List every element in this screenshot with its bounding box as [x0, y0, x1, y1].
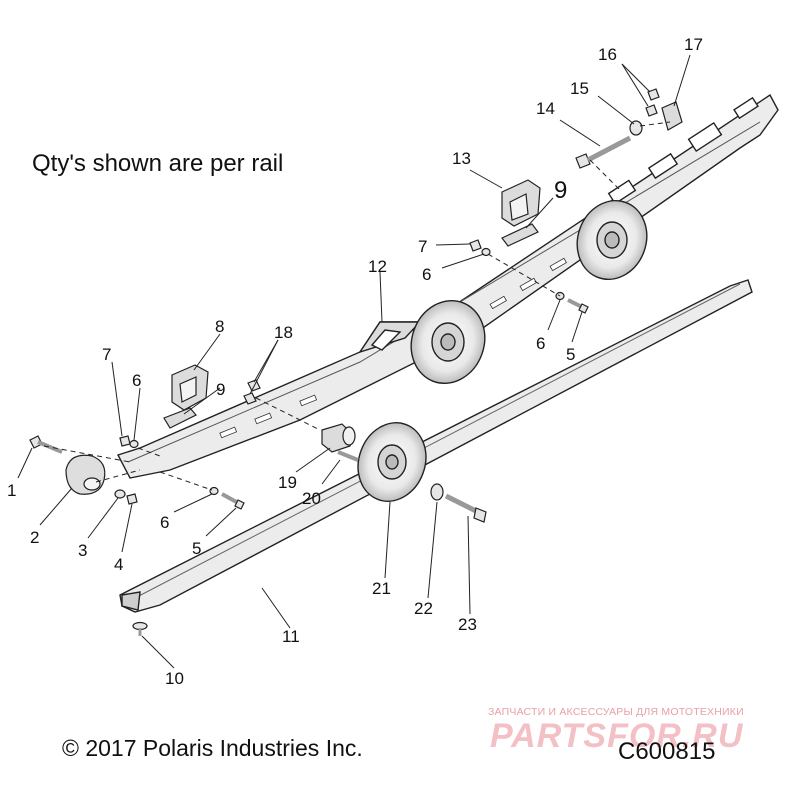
- callout-6-rear: 6: [422, 265, 431, 284]
- rail-12: [116, 93, 779, 479]
- washer-6-front: [129, 439, 139, 449]
- callout-14: 14: [536, 99, 555, 118]
- callout-1: 1: [7, 481, 16, 500]
- wheel-21: [357, 422, 427, 502]
- nut-7-front: [119, 435, 131, 447]
- callout-numbers: 1 2 3 4 7 6 8 9 18 6 5 19 20 12 13 9 7 6…: [7, 35, 703, 688]
- assembly-dashed-lines: [43, 121, 671, 491]
- nut-16-a: [647, 88, 660, 101]
- wheel-rear-upper: [576, 199, 648, 281]
- callout-6-rear-lower: 6: [536, 334, 545, 353]
- diagram-code: C600815: [618, 738, 716, 765]
- screw-10: [132, 621, 148, 636]
- callout-13: 13: [452, 149, 471, 168]
- copyright-text: © 2017 Polaris Industries Inc.: [62, 735, 363, 761]
- bolt-5-lower: [221, 492, 245, 510]
- callout-5-lower: 5: [192, 539, 201, 558]
- pad-9-front: [163, 407, 197, 429]
- block-8: [171, 364, 209, 411]
- cap-2: [65, 454, 106, 495]
- nut-7-rear: [469, 239, 482, 252]
- callout-19: 19: [278, 473, 297, 492]
- callout-20: 20: [302, 489, 321, 508]
- nut-16-b: [645, 104, 658, 117]
- bolt-1: [29, 435, 63, 454]
- callout-5-rear: 5: [566, 345, 575, 364]
- bolt-23: [444, 493, 487, 523]
- callout-7-rear: 7: [418, 237, 427, 256]
- callout-7-front: 7: [102, 345, 111, 364]
- washer-22: [430, 483, 444, 501]
- washer-3: [114, 489, 126, 499]
- callout-23: 23: [458, 615, 477, 634]
- callout-18: 18: [274, 323, 293, 342]
- nut-4: [126, 493, 138, 505]
- wheel-front-upper: [410, 299, 486, 385]
- bracket-17: [661, 101, 683, 131]
- callout-6-lower: 6: [160, 513, 169, 532]
- callout-3: 3: [78, 541, 87, 560]
- leader-lines: [17, 54, 691, 669]
- callout-9-rear: 9: [554, 177, 567, 204]
- callout-4: 4: [114, 555, 123, 574]
- nut-18-b: [243, 392, 257, 405]
- bolt-14: [575, 135, 632, 169]
- pad-9-rear: [501, 223, 539, 247]
- spacer-15: [629, 120, 643, 136]
- watermark-logo: PARTSFOR.RU: [490, 717, 744, 755]
- callout-8: 8: [215, 317, 224, 336]
- washer-6-rear: [481, 247, 491, 257]
- callout-9-front: 9: [216, 380, 225, 399]
- block-13: [501, 179, 541, 227]
- roller-19: [321, 423, 356, 453]
- callout-12: 12: [368, 257, 387, 276]
- callout-16: 16: [598, 45, 617, 64]
- callout-2: 2: [30, 528, 39, 547]
- slide-11: [119, 279, 753, 613]
- callout-17: 17: [684, 35, 703, 54]
- callout-15: 15: [570, 79, 589, 98]
- bolt-5-rear: [567, 298, 589, 314]
- callout-10: 10: [165, 669, 184, 688]
- washer-6-lower: [209, 486, 219, 496]
- quantity-note: Qty's shown are per rail: [32, 150, 284, 177]
- bolt-20: [337, 450, 359, 462]
- callout-6-front: 6: [132, 371, 141, 390]
- callout-11: 11: [282, 627, 300, 646]
- callout-21: 21: [372, 579, 391, 598]
- callout-22: 22: [414, 599, 433, 618]
- watermark-subtitle: ЗАПЧАСТИ И АКСЕССУАРЫ ДЛЯ МОТОТЕХНИКИ: [488, 706, 744, 718]
